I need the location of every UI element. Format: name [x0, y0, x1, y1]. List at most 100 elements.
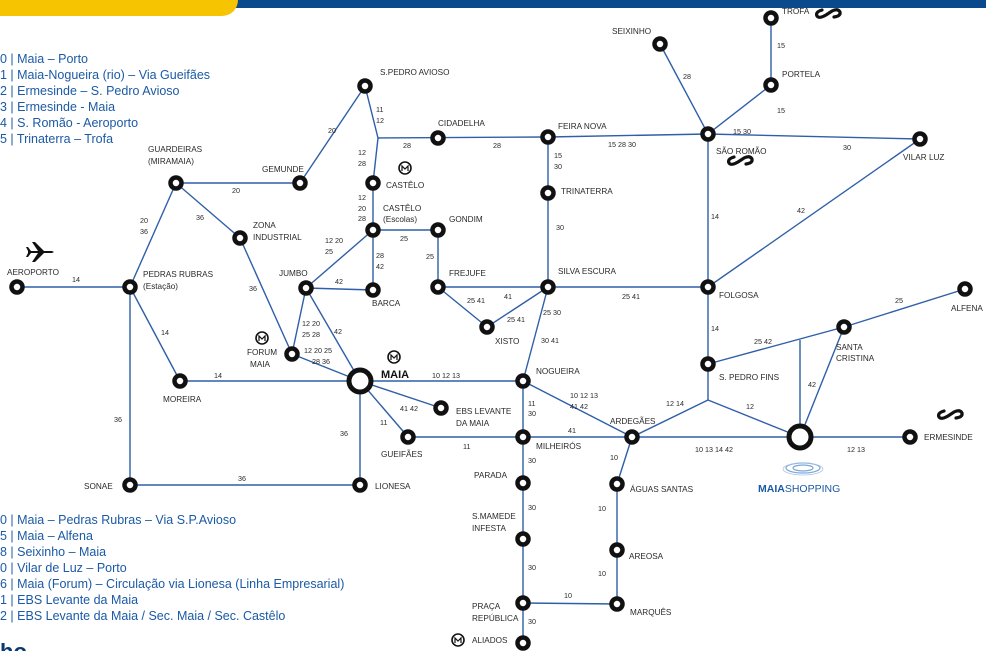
route-num: 36 — [238, 474, 246, 483]
route-num: 12 20 25 — [304, 346, 332, 355]
route-legend-top: 0 | Maia – Porto 1 | Maia-Nogueira (rio)… — [0, 51, 210, 147]
route-num: 28 36 — [312, 357, 330, 366]
legend-row: 0 | Vilar de Luz – Porto — [0, 561, 127, 575]
route-num: 25 42 — [754, 337, 772, 346]
route-num: 25 — [400, 234, 408, 243]
station-node-silva-escura — [540, 279, 556, 295]
label-sao-romao: SÃO ROMÃO — [716, 146, 767, 156]
station-node-alfena — [957, 281, 973, 297]
route-num: 25 — [895, 296, 903, 305]
train-icon — [936, 409, 964, 420]
route-num: 14 — [711, 324, 719, 333]
label-ermesinde: ERMESINDE — [924, 433, 973, 442]
label-pedras-2: (Estação) — [143, 282, 178, 291]
label-frejufe: FREJUFE — [449, 269, 486, 278]
label-trofa: TROFA — [782, 7, 810, 16]
route-num: 12 — [746, 402, 754, 411]
label-santa-cristina-1: SANTA — [836, 343, 863, 352]
legend-row: 2 | Ermesinde – S. Pedro Avioso — [0, 84, 180, 98]
route-num: 30 41 — [541, 336, 559, 345]
route-num: 36 — [249, 284, 257, 293]
hub-node-maiashopping — [786, 423, 814, 451]
label-alfena: ALFENA — [951, 304, 983, 313]
route-num: 25 28 — [302, 330, 320, 339]
route-num: 12 14 — [666, 399, 684, 408]
label-barca: BARCA — [372, 299, 401, 308]
legend-row: 4 | S. Romão - Aeroporto — [0, 116, 139, 130]
label-jumbo: JUMBO — [279, 269, 308, 278]
station-node-moreira — [172, 373, 188, 389]
station-node-aliados — [515, 635, 531, 651]
label-marques: MARQUÊS — [630, 607, 672, 617]
label-guardeiras-1: GUARDEIRAS — [148, 145, 203, 154]
station-node-ebs-levante — [433, 400, 449, 416]
label-feira-nova: FEIRA NOVA — [558, 122, 607, 131]
section-heading-text: ho — [0, 639, 27, 651]
label-vilar-luz: VILAR LUZ — [903, 153, 944, 162]
label-portela: PORTELA — [782, 70, 821, 79]
route-num: 28 — [358, 214, 366, 223]
station-node-vilar-luz — [912, 131, 928, 147]
route-num: 11 — [463, 442, 470, 451]
route-num: 14 — [161, 328, 169, 337]
route-num: 25 41 — [467, 296, 485, 305]
route-num: 36 — [140, 227, 148, 236]
station-node-s-mamede — [515, 531, 531, 547]
label-gondim: GONDIM — [449, 215, 483, 224]
route-num: 10 — [564, 591, 572, 600]
route-num: 42 — [335, 277, 343, 286]
station-node-aguas-santas — [609, 476, 625, 492]
station-node-barca — [365, 282, 381, 298]
station-node-marques — [609, 596, 625, 612]
label-silva-escura: SILVA ESCURA — [558, 267, 616, 276]
metro-icon — [387, 350, 401, 364]
label-castelo: CASTÊLO — [386, 180, 424, 190]
route-num: 30 — [843, 143, 851, 152]
station-node-parada — [515, 475, 531, 491]
route-num: 36 — [340, 429, 348, 438]
route-num: 28 — [376, 251, 384, 260]
label-s-pedro-fins: S. PEDRO FINS — [719, 373, 780, 382]
label-ebs-2: DA MAIA — [456, 419, 490, 428]
route-num: 41 — [568, 426, 576, 435]
route-num: 42 — [808, 380, 816, 389]
label-smamede-1: S.MAMEDE — [472, 512, 516, 521]
route-num: 10 12 13 — [432, 371, 460, 380]
label-aeroporto: AEROPORTO — [7, 268, 59, 277]
route-num: 41 — [504, 292, 512, 301]
station-node-folgosa — [700, 279, 716, 295]
maiashopping-logo — [782, 462, 824, 476]
legend-row: 1 | EBS Levante da Maia — [0, 593, 139, 607]
label-lionesa: LIONESA — [375, 482, 411, 491]
section-heading: ho — [0, 637, 50, 651]
station-node-praca-republica — [515, 595, 531, 611]
route-num: 28 — [683, 72, 691, 81]
station-node-forum-maia — [284, 346, 300, 362]
station-node-pedras-rubras — [122, 279, 138, 295]
route-num: 30 — [528, 503, 536, 512]
route-num: 10 — [610, 453, 618, 462]
label-maia: MAIA — [381, 369, 409, 381]
station-node-trofa — [763, 10, 779, 26]
airport-icon — [26, 242, 54, 262]
top-bar — [0, 0, 986, 8]
route-num: 28 — [493, 141, 501, 150]
label-trinaterra: TRINATERRA — [561, 187, 613, 196]
metro-icon — [255, 331, 269, 345]
route-num: 15 — [554, 151, 562, 160]
label-ebs-1: EBS LEVANTE — [456, 407, 512, 416]
route-num: 41 42 — [570, 402, 588, 411]
station-node-lionesa — [352, 477, 368, 493]
label-xisto: XISTO — [495, 337, 519, 346]
metro-icon — [451, 633, 465, 647]
route-num: 42 — [376, 262, 384, 271]
route-num: 36 — [114, 415, 122, 424]
legend-row: 1 | Maia-Nogueira (rio) – Via Gueifães — [0, 68, 211, 82]
label-cidadelha: CIDADELHA — [438, 119, 485, 128]
route-num: 20 — [232, 186, 240, 195]
route-num: 20 — [358, 204, 366, 213]
label-praca-2: REPÚBLICA — [472, 613, 519, 623]
route-num: 25 30 — [543, 308, 561, 317]
label-folgosa: FOLGOSA — [719, 291, 759, 300]
